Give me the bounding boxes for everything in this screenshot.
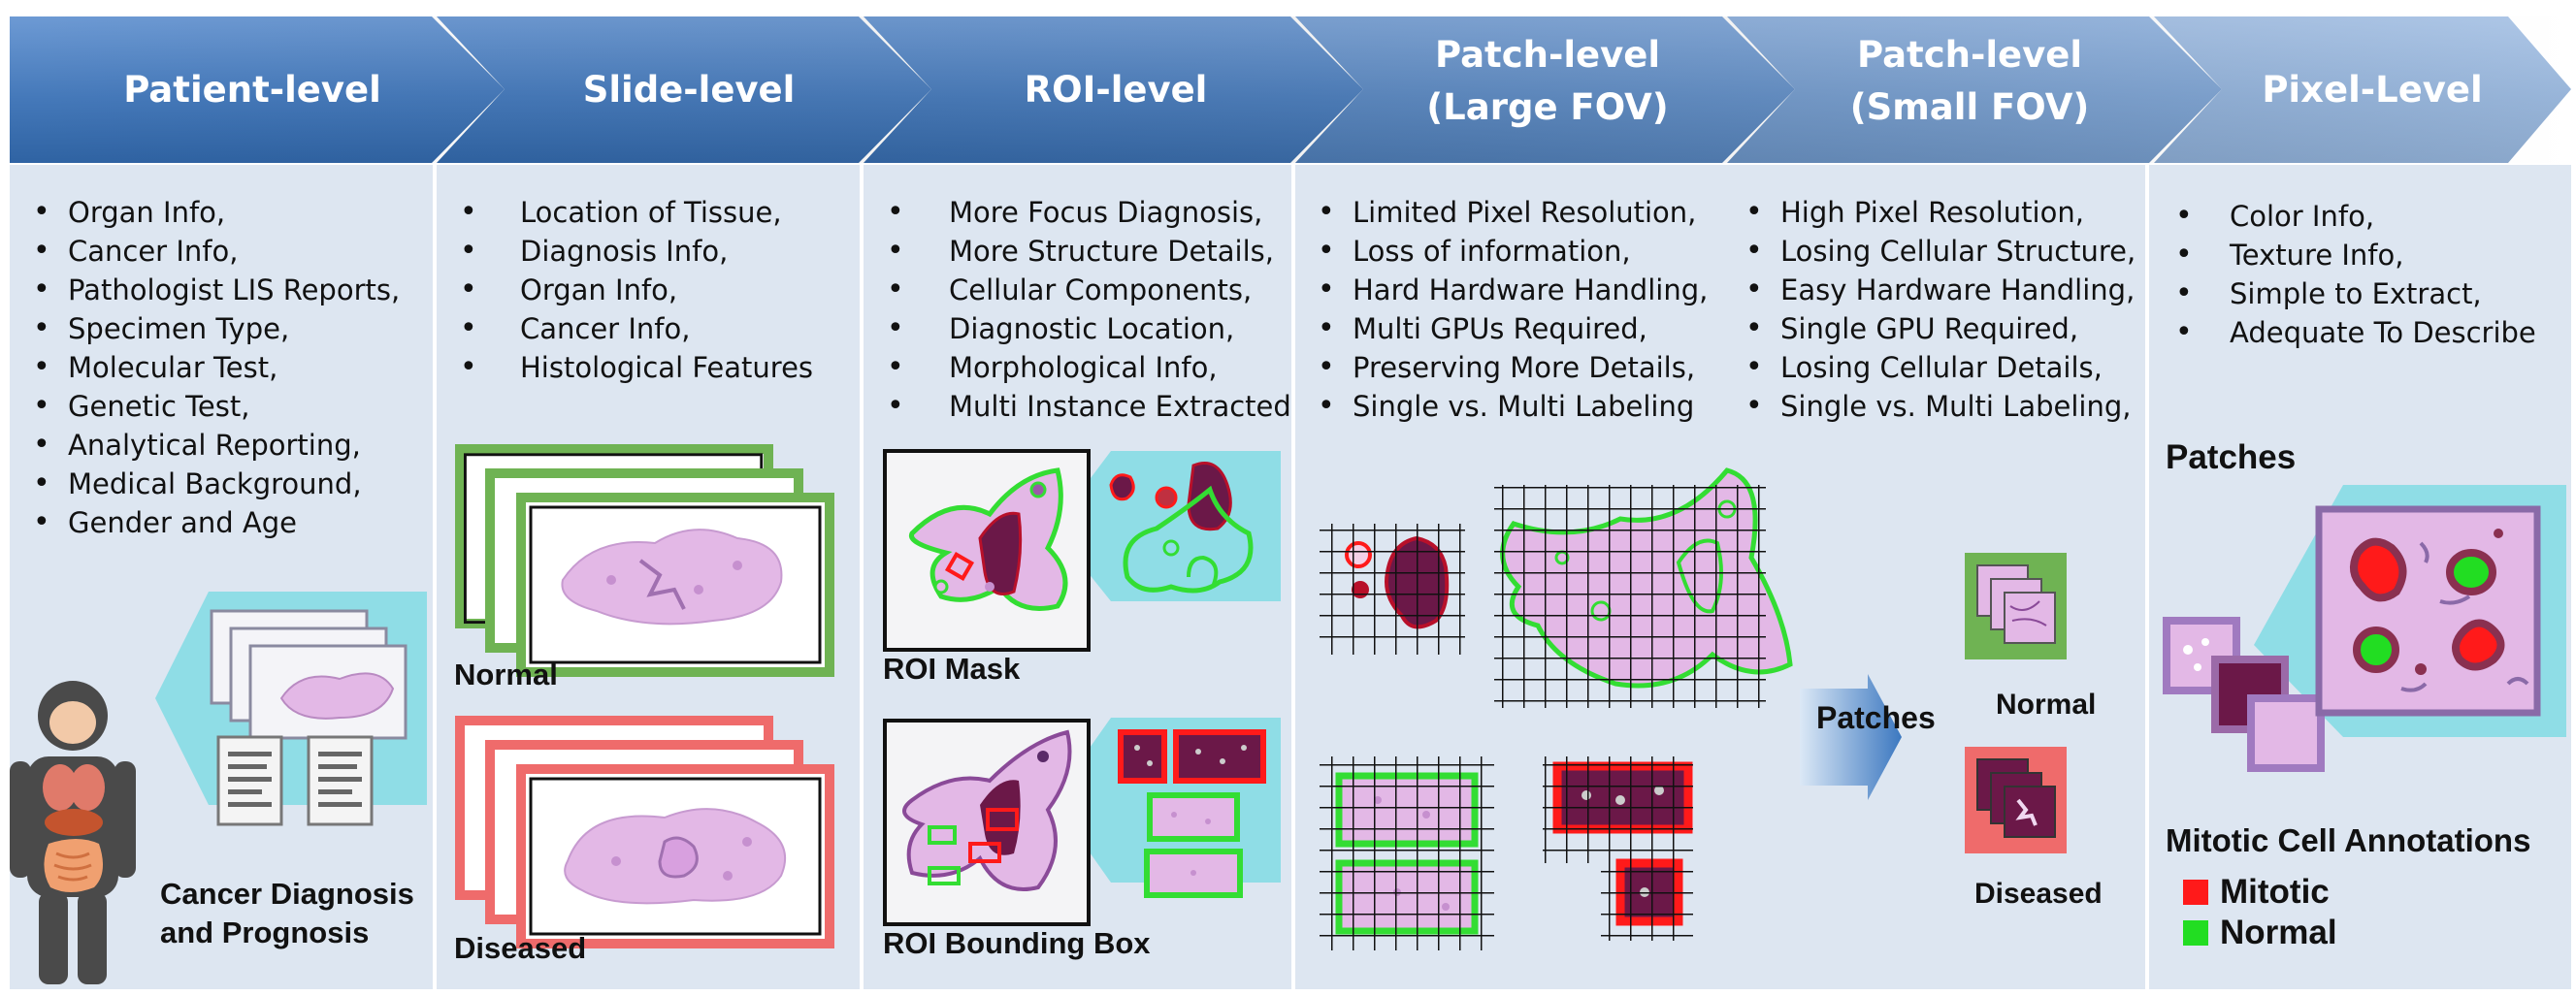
list-item: Color Info,: [2169, 197, 2536, 236]
list-item: Loss of information,: [1312, 232, 1708, 271]
list-item: Morphological Info,: [881, 348, 1291, 387]
list-item: Specimen Type,: [27, 309, 400, 348]
zoomed-patch: [2315, 505, 2541, 717]
diseased-grid-patches: [1543, 756, 1693, 941]
list-item: Multi GPUs Required,: [1312, 309, 1708, 348]
legend-swatch-normal: [2183, 920, 2208, 946]
diseased-slide-stack: [455, 716, 834, 948]
list-item: Cellular Components,: [881, 271, 1291, 309]
list-item: Texture Info,: [2169, 236, 2536, 274]
list-item: Organ Info,: [27, 193, 400, 232]
normal-patch-stack: [1965, 553, 2067, 659]
list-item: More Focus Diagnosis,: [881, 193, 1291, 232]
diseased-patch-stack: [1965, 747, 2067, 853]
list-item: Easy Hardware Handling,: [1740, 271, 2136, 309]
list-item: Single vs. Multi Labeling,: [1740, 387, 2136, 426]
patch-normal-caption: Normal: [1996, 689, 2097, 721]
slide-stack-icon: [210, 609, 408, 740]
roi-bullets: More Focus Diagnosis, More Structure Det…: [881, 193, 1291, 426]
slide-illustration: [455, 444, 834, 948]
list-item: Gender and Age: [27, 503, 400, 542]
list-item: Organ Info,: [454, 271, 813, 309]
list-item: Molecular Test,: [27, 348, 400, 387]
patch-large-bullets: Limited Pixel Resolution, Loss of inform…: [1312, 193, 1708, 426]
list-item: Losing Cellular Details,: [1740, 348, 2136, 387]
legend-item-normal: Normal: [2183, 914, 2337, 952]
small-grid-patch: [1320, 524, 1465, 655]
pixel-patches-caption: Patches: [2166, 438, 2297, 476]
legend-swatch-mitotic: [2183, 880, 2208, 905]
list-item: Preserving More Details,: [1312, 348, 1708, 387]
roi-illustration: [883, 449, 1281, 926]
list-item: Single GPU Required,: [1740, 309, 2136, 348]
list-item: Cancer Info,: [27, 232, 400, 271]
stage-title-pixel: Pixel-Level: [2262, 69, 2483, 111]
list-item: Losing Cellular Structure,: [1740, 232, 2136, 271]
report-icon: [216, 735, 374, 826]
pixel-illustration: [2163, 485, 2566, 772]
list-item: Simple to Extract,: [2169, 274, 2536, 313]
stage-title-patch-large: Patch-level(Large FOV): [1426, 34, 1669, 128]
roi-bbox-caption: ROI Bounding Box: [883, 926, 1151, 960]
stage-title-patch-small: Patch-level(Small FOV): [1849, 34, 2090, 128]
legend-item-mitotic: Mitotic: [2183, 873, 2330, 912]
normal-grid-patches: [1320, 756, 1494, 950]
stage-title-roi: ROI-level: [1024, 69, 1208, 111]
patch-diseased-caption: Diseased: [1974, 878, 2103, 910]
stage-title-slide: Slide-level: [582, 69, 796, 111]
list-item: Multi Instance Extracted: [881, 387, 1291, 426]
patches-arrow: [1800, 674, 1902, 800]
patches-arrow-label: Patches: [1816, 700, 1936, 735]
pixel-bullets: Color Info, Texture Info, Simple to Extr…: [2169, 197, 2536, 352]
roi-mask-caption: ROI Mask: [883, 652, 1021, 686]
annotations-title: Mitotic Cell Annotations: [2166, 822, 2531, 858]
list-item: High Pixel Resolution,: [1740, 193, 2136, 232]
list-item: Location of Tissue,: [454, 193, 813, 232]
human-body-icon: [10, 681, 136, 984]
list-item: Limited Pixel Resolution,: [1312, 193, 1708, 232]
patient-illustration: [10, 592, 427, 984]
list-item: Adequate To Describe: [2169, 313, 2536, 352]
stage-title-patient: Patient-level: [123, 69, 381, 111]
slide-bullets: Location of Tissue, Diagnosis Info, Orga…: [454, 193, 813, 387]
patient-bullets: Organ Info, Cancer Info, Pathologist LIS…: [27, 193, 400, 542]
roi-bbox-panel: [883, 718, 1281, 926]
list-item: Cancer Info,: [454, 309, 813, 348]
list-item: More Structure Details,: [881, 232, 1291, 271]
list-item: Hard Hardware Handling,: [1312, 271, 1708, 309]
list-item: Single vs. Multi Labeling: [1312, 387, 1708, 426]
roi-mask-panel: [883, 449, 1281, 652]
list-item: Genetic Test,: [27, 387, 400, 426]
patch-illustration: [1320, 467, 2067, 950]
list-item: Pathologist LIS Reports,: [27, 271, 400, 309]
slide-normal-caption: Normal: [454, 658, 558, 691]
small-patch-stack: [2163, 617, 2325, 772]
normal-slide-stack: [455, 444, 834, 677]
large-grid-patch: [1494, 467, 1793, 708]
list-item: Medical Background,: [27, 465, 400, 503]
list-item: Diagnosis Info,: [454, 232, 813, 271]
slide-diseased-caption: Diseased: [454, 931, 587, 965]
header-band: [10, 16, 2571, 163]
patch-small-bullets: High Pixel Resolution, Losing Cellular S…: [1740, 193, 2136, 426]
list-item: Diagnostic Location,: [881, 309, 1291, 348]
list-item: Histological Features: [454, 348, 813, 387]
list-item: Analytical Reporting,: [27, 426, 400, 465]
